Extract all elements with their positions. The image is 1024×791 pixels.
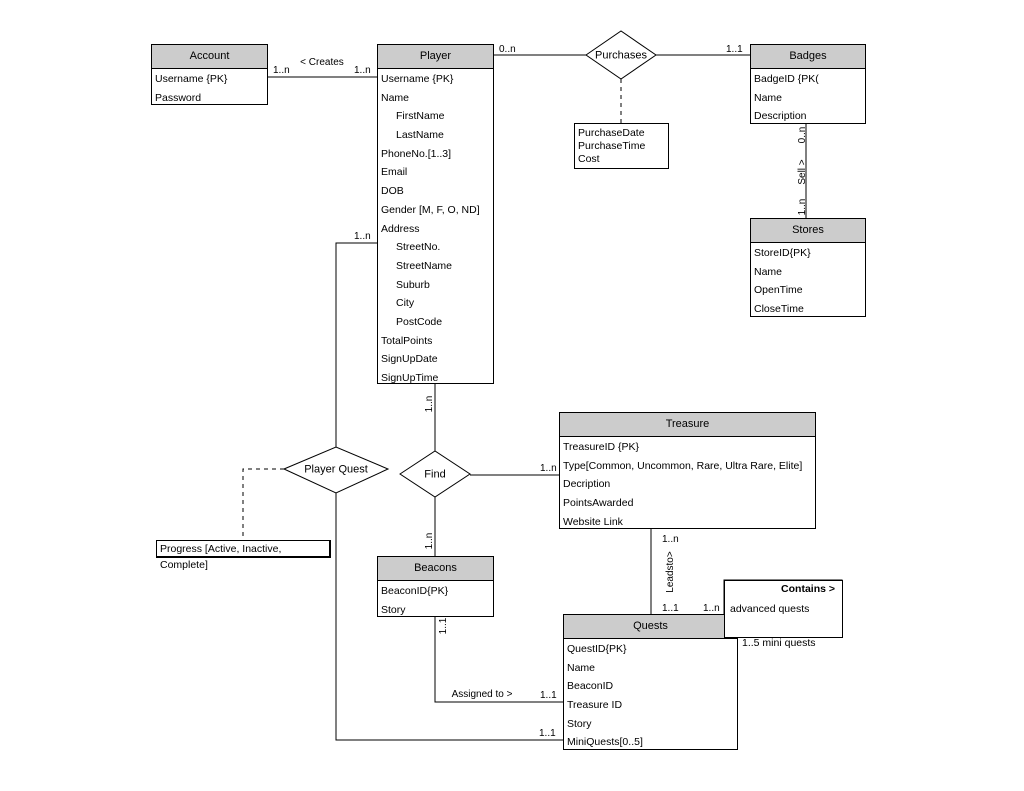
player-attr: Email [381,166,408,179]
find-diamond: Find [399,450,471,498]
card-quests-playerquest: 1..1 [539,728,556,739]
progress-label: Progress [Active, Inactive, Complete] [160,543,282,571]
player-attr: TotalPoints [381,334,433,347]
stores-title: Stores [751,219,865,243]
card-account-creates: 1..n [273,65,290,76]
player-attr: Address [381,222,420,235]
purchases-attr: Cost [578,153,600,165]
card-treasure-find: 1..n [540,463,557,474]
quests-entity: Quests QuestID{PK} Name BeaconID Treasur… [563,614,738,750]
leadsto-label: Leadsto> [665,551,676,593]
badges-attr: Name [754,91,783,104]
treasure-attr: Website Link [563,515,623,528]
beacons-attr: BeaconID{PK} [381,585,449,597]
creates-label: < Creates [300,57,344,68]
beacons-entity: Beacons BeaconID{PK} Story [377,556,494,617]
badges-entity: Badges BadgeID {PK( Name Description [750,44,866,124]
assigned-line [434,616,563,703]
card-badges-sell: 0..n [797,127,808,144]
purchases-label: Purchases [595,50,647,62]
treasure-title: Treasure [560,413,815,437]
card-player-creates: 1..n [354,65,371,76]
playerquest-quests-line [335,493,563,741]
player-attr: PhoneNo.[1..3] [381,147,452,160]
quests-attr: QuestID{PK} [567,643,627,655]
player-attr: SignUpDate [381,353,438,366]
card-quests-assigned: 1..1 [540,690,557,701]
purchases-attr: PurchaseDate [578,127,645,139]
stores-entity: Stores StoreID{PK} Name OpenTime CloseTi… [750,218,866,317]
card-stores-sell: 1..n [797,199,808,216]
contains-title: Contains > [781,583,835,595]
player-sub-attr: City [396,297,415,310]
contains-box: Contains > advanced quests [724,580,843,638]
sell-label: Sell > [797,159,808,184]
quests-title: Quests [564,615,737,639]
quests-attr: BeaconID [567,680,614,693]
account-title: Account [152,45,267,69]
progress-box: Progress [Active, Inactive, Complete] [156,540,331,571]
treasure-entity: Treasure TreasureID {PK} Type[Common, Un… [559,412,816,529]
purchases-attributes-box: PurchaseDate PurchaseTime Cost [574,123,669,169]
quests-attr: MiniQuests[0..5] [567,736,643,749]
card-quests-leadsto: 1..1 [662,603,679,614]
account-attr: Username {PK} [155,73,228,85]
badges-attr: Description [754,110,807,123]
player-sub-attr: StreetNo. [396,241,441,254]
progress-dash [242,468,284,540]
beacons-title: Beacons [378,557,493,581]
account-entity: Account Username {PK} Password [151,44,268,105]
account-attr: Password [155,91,202,104]
player-quest-label: Player Quest [304,464,368,476]
treasure-attr: TreasureID {PK} [563,441,640,453]
player-title: Player [378,45,493,69]
card-player-playerquest: 1..n [354,231,371,242]
contains-body: advanced quests [730,603,810,615]
player-attr: Name [381,91,410,104]
player-attr: Gender [M, F, O, ND] [381,203,480,216]
player-sub-attr: PostCode [396,315,443,328]
find-label: Find [424,469,445,481]
player-attr: DOB [381,185,404,198]
purchases-attr: PurchaseTime [578,140,646,152]
card-treasure-leadsto: 1..n [662,534,679,545]
treasure-attr: PointsAwarded [563,497,634,510]
badges-attr: BadgeID {PK( [754,73,819,85]
card-player-find: 1..n [424,396,435,413]
card-badges-purchases: 1..1 [726,44,743,55]
player-attr: Username {PK} [381,73,454,85]
quests-attr: Story [567,717,592,730]
treasure-attr: Decription [563,478,611,491]
card-player-purchases: 0..n [499,44,516,55]
player-playerquest-line [335,242,378,447]
treasure-attr: Type[Common, Uncommon, Rare, Ultra Rare,… [563,459,803,472]
player-sub-attr: FirstName [396,110,445,123]
stores-attr: CloseTime [754,303,804,316]
purchases-diamond: Purchases [585,30,657,80]
card-beacons-assigned: 1..1 [438,617,449,634]
quests-attr: Treasure ID [567,699,623,712]
player-quest-diamond: Player Quest [282,446,390,494]
card-quests-contains: 1..n [703,603,720,614]
assigned-label: Assigned to > [452,689,513,700]
stores-attr: Name [754,265,783,278]
badges-title: Badges [751,45,865,69]
player-sub-attr: LastName [396,129,444,142]
stores-attr: StoreID{PK} [754,247,811,259]
player-attr: SignUpTime [381,372,439,384]
player-sub-attr: StreetName [396,259,453,272]
mini-quests-label: 1..5 mini quests [742,637,816,649]
beacons-attr: Story [381,603,406,616]
stores-attr: OpenTime [754,284,803,297]
quests-attr: Name [567,661,596,674]
player-sub-attr: Suburb [396,278,430,291]
card-beacons-find: 1..n [424,533,435,550]
